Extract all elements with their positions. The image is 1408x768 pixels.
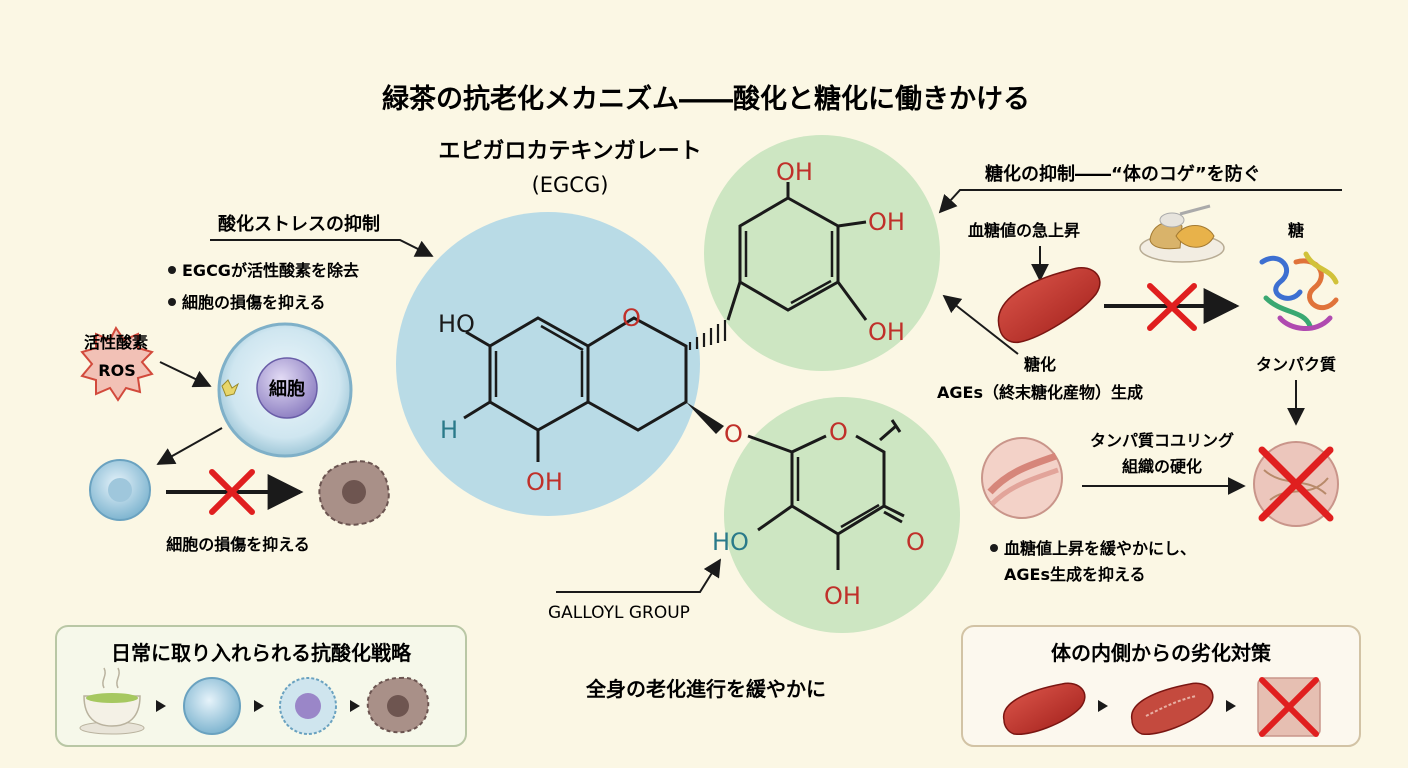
- atom-oh-c: OH: [824, 582, 861, 610]
- ros-label-1: 活性酸素: [84, 333, 148, 352]
- ring-a-bonds: [463, 316, 688, 462]
- green-circle-galloyl: [724, 397, 960, 633]
- healthy-nucleus-icon: [108, 478, 132, 502]
- cell-down-arrow: [156, 427, 223, 465]
- atom-o-ring: O: [622, 304, 641, 332]
- red-cross-icon-tissue: [1258, 446, 1334, 522]
- atom-o-link: O: [724, 420, 743, 448]
- molecule-abbr: (EGCG): [532, 173, 609, 197]
- blue-circle-a-ring: [396, 212, 700, 516]
- bl-cell-icon: [183, 677, 241, 735]
- page-title: 緑茶の抗老化メカニズム――酸化と糖化に働きかける: [382, 83, 1030, 115]
- right-bullet-line-1: 血糖値上昇を緩やかにし、: [1004, 539, 1196, 558]
- br-vessel-icon-1: [1003, 682, 1086, 735]
- crosslink-label-2: 組織の硬化: [1122, 457, 1202, 476]
- daily-strategy-box: [55, 625, 467, 747]
- br-vessel-damage: [1145, 695, 1197, 717]
- bullet-1: EGCGが活性酸素を除去: [182, 261, 359, 280]
- bullet-dot-2: [168, 298, 176, 306]
- bl-triangle-3: [350, 700, 360, 712]
- systemic-aging-text: 全身の老化進行を緩やかに: [585, 677, 826, 701]
- damage-spark-icon: [221, 379, 240, 397]
- glycation-arrow: [942, 294, 1019, 355]
- oxidation-title-arrow: [210, 239, 434, 257]
- glycation-title-arrow: [938, 189, 1342, 214]
- glycation-label-2: AGEs（終末糖化産物）生成: [937, 383, 1143, 402]
- daily-strategy-title: 日常に取り入れられる抗酸化戦略: [111, 641, 412, 665]
- internal-care-title: 体の内側からの劣化対策: [1051, 641, 1272, 665]
- bullet-dot-1: [168, 266, 176, 274]
- ros-starburst-icon: [80, 326, 154, 402]
- atom-oh-a: OH: [526, 468, 563, 496]
- wedge-bond: [686, 402, 724, 434]
- br-triangle-2: [1226, 700, 1236, 712]
- molecule-name: エピガロカテキンガレート: [438, 139, 701, 164]
- oxidation-section-title: 酸化ストレスの抑制: [218, 213, 380, 235]
- atom-oh-b1: OH: [776, 158, 813, 186]
- green-circle-b-ring: [704, 135, 940, 371]
- galloyl-label: GALLOYL GROUP: [548, 603, 690, 623]
- crosslink-label-1: タンパ質コユリング: [1090, 431, 1234, 450]
- tea-cup-icon: [79, 667, 145, 735]
- right-bullet-line-2: AGEs生成を抑える: [1004, 565, 1146, 584]
- red-cross-icon-right: [1147, 283, 1197, 331]
- sugar-label: 糖: [1288, 221, 1304, 240]
- hashed-bond: [688, 320, 727, 350]
- atom-h-a: H: [440, 416, 458, 444]
- red-cross-icon-left: [209, 469, 255, 515]
- blood-vessel-icon: [997, 266, 1101, 344]
- cell-label: 細胞: [269, 378, 305, 400]
- atom-o-ring2: O: [829, 418, 848, 446]
- ros-arrow: [159, 361, 212, 388]
- damaged-nucleus-icon: [342, 480, 366, 504]
- sweets-plate-icon: [1139, 204, 1225, 263]
- bl-nucleus-icon: [295, 693, 321, 719]
- atom-oh-b2: OH: [868, 208, 905, 236]
- tissue-icon: [981, 437, 1063, 519]
- atom-oh-b3: OH: [868, 318, 905, 346]
- bl-triangle-2: [254, 700, 264, 712]
- ring-b-bonds: [726, 182, 868, 321]
- bl-triangle-1: [156, 700, 166, 712]
- left-bottom-caption: 細胞の損傷を抑える: [166, 535, 310, 554]
- bullet-2: 細胞の損傷を抑える: [182, 293, 326, 312]
- svg-text:HO: HO: [438, 310, 475, 338]
- atom-ho-c: HO: [712, 528, 749, 556]
- ring-d-bonds: [747, 419, 905, 570]
- glycation-label-1: 糖化: [1024, 355, 1056, 374]
- atom-o-keto: O: [906, 528, 925, 556]
- glycation-section-title: 糖化の抑制――“体のコゲ”を防ぐ: [985, 163, 1261, 185]
- protein-ribbon-icon: [1259, 251, 1339, 331]
- br-triangle-1: [1098, 700, 1108, 712]
- nucleus-icon: [256, 357, 318, 419]
- ros-label-2: ROS: [98, 361, 135, 380]
- br-red-cross-icon: [1259, 677, 1319, 737]
- galloyl-arrow: [556, 558, 721, 593]
- atom-ho-a-h: HO: [438, 310, 475, 338]
- protein-label: タンパク質: [1256, 355, 1336, 374]
- bl-damaged-nucleus-icon: [387, 695, 409, 717]
- blood-sugar-label: 血糖値の急上昇: [968, 221, 1080, 240]
- right-bullet-dot: [990, 544, 998, 552]
